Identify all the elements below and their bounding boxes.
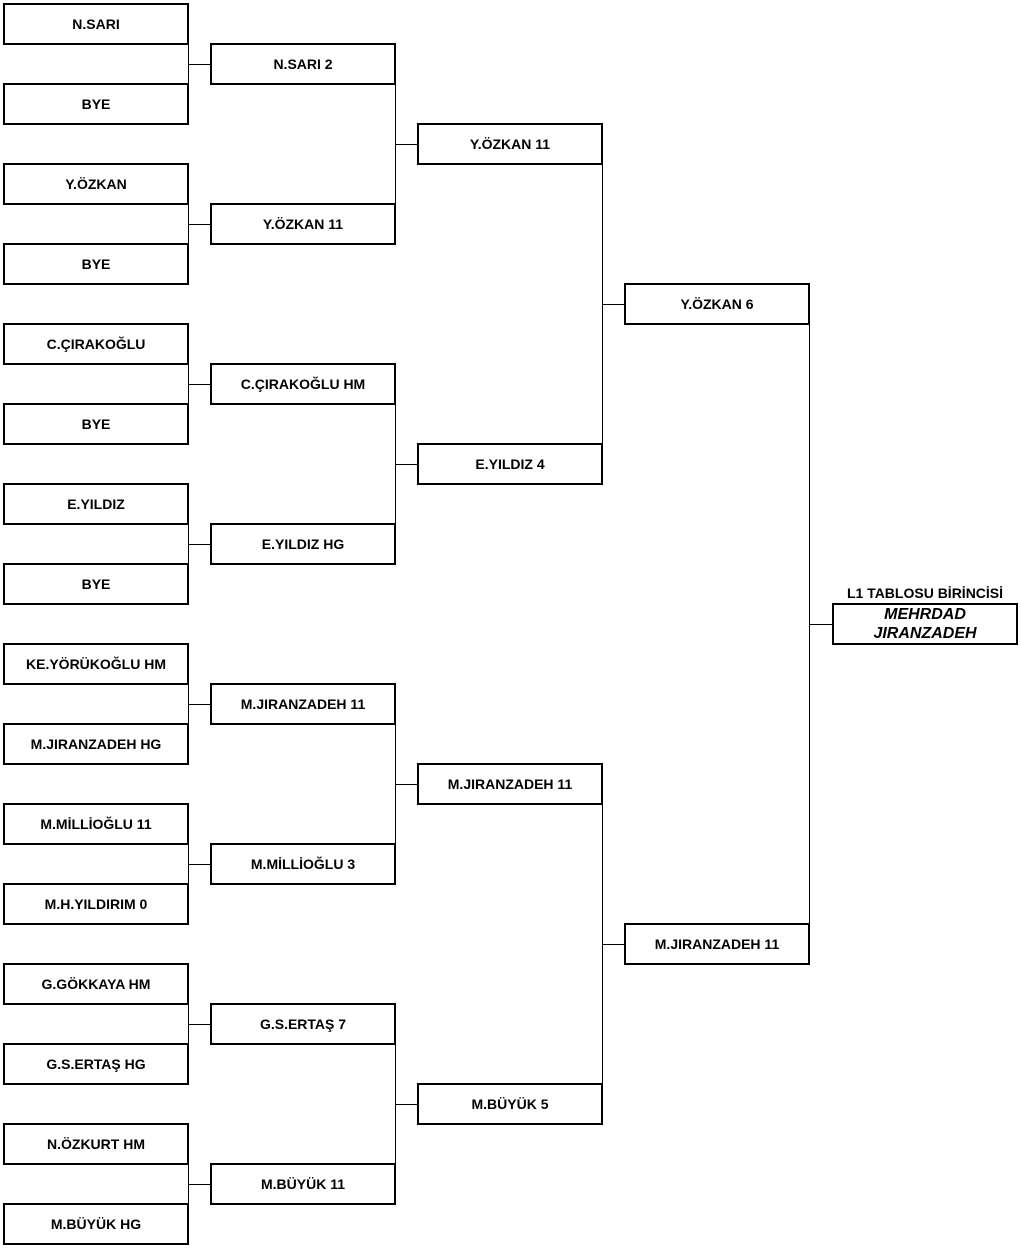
round1-entry: E.YILDIZ — [3, 483, 189, 525]
round4-entry: M.JIRANZADEH 11 — [624, 923, 810, 965]
round1-entry: KE.YÖRÜKOĞLU HM — [3, 643, 189, 685]
round1-entry: M.BÜYÜK HG — [3, 1203, 189, 1245]
champion-title: L1 TABLOSU BİRİNCİSİ — [846, 585, 1004, 601]
round1-entry: G.GÖKKAYA HM — [3, 963, 189, 1005]
round1-entry: G.S.ERTAŞ HG — [3, 1043, 189, 1085]
round2-entry: M.JIRANZADEH 11 — [210, 683, 396, 725]
round1-entry: BYE — [3, 83, 189, 125]
round3-entry: M.JIRANZADEH 11 — [417, 763, 603, 805]
round3-entry: Y.ÖZKAN 11 — [417, 123, 603, 165]
round1-entry: BYE — [3, 563, 189, 605]
round4-entry: Y.ÖZKAN 6 — [624, 283, 810, 325]
round3-entry: M.BÜYÜK 5 — [417, 1083, 603, 1125]
round2-entry: M.MİLLİOĞLU 3 — [210, 843, 396, 885]
round2-entry: N.SARI 2 — [210, 43, 396, 85]
round2-entry: G.S.ERTAŞ 7 — [210, 1003, 396, 1045]
round2-entry: M.BÜYÜK 11 — [210, 1163, 396, 1205]
round1-entry: Y.ÖZKAN — [3, 163, 189, 205]
round3-entry: E.YILDIZ 4 — [417, 443, 603, 485]
round1-entry: M.H.YILDIRIM 0 — [3, 883, 189, 925]
round1-entry: M.JIRANZADEH HG — [3, 723, 189, 765]
round1-entry: M.MİLLİOĞLU 11 — [3, 803, 189, 845]
round2-entry: E.YILDIZ HG — [210, 523, 396, 565]
round1-entry: N.SARI — [3, 3, 189, 45]
round1-entry: N.ÖZKURT HM — [3, 1123, 189, 1165]
round1-entry: BYE — [3, 403, 189, 445]
round1-entry: BYE — [3, 243, 189, 285]
round1-entry: C.ÇIRAKOĞLU — [3, 323, 189, 365]
champion-box: MEHRDAD JIRANZADEH — [832, 603, 1018, 645]
round2-entry: C.ÇIRAKOĞLU HM — [210, 363, 396, 405]
round2-entry: Y.ÖZKAN 11 — [210, 203, 396, 245]
champion-name: MEHRDAD JIRANZADEH — [873, 606, 977, 642]
